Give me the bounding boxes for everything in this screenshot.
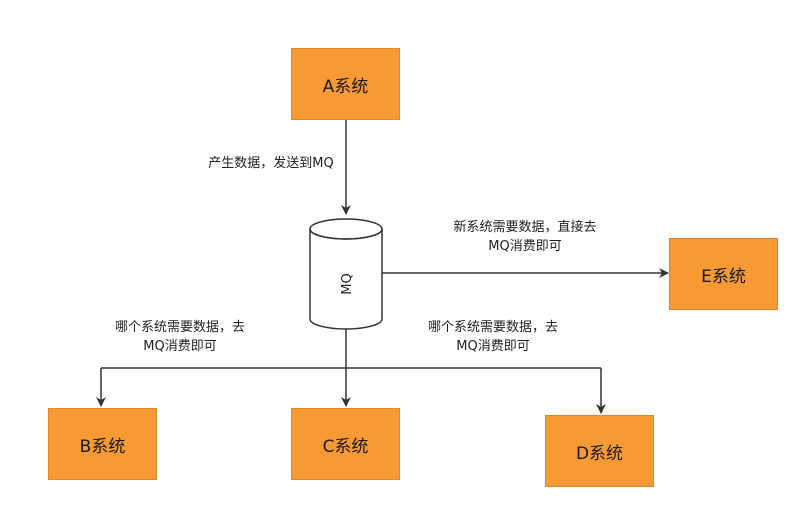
edge-label-mq-to-e: 新系统需要数据，直接去 MQ消费即可 (430, 218, 620, 256)
edge-label-a-to-mq: 产生数据，发送到MQ (196, 154, 346, 173)
edge-label-to-b: 哪个系统需要数据，去 MQ消费即可 (95, 318, 265, 356)
node-b-label: B系统 (79, 436, 126, 457)
edge-label-to-b-line2: MQ消费即可 (143, 339, 217, 354)
node-c-system: C系统 (291, 408, 400, 480)
node-e-system: E系统 (669, 238, 778, 310)
mq-label: MQ (340, 273, 355, 295)
node-b-system: B系统 (48, 408, 157, 480)
node-d-label: D系统 (575, 443, 624, 464)
node-d-system: D系统 (545, 415, 654, 487)
edge-label-to-d-line2: MQ消费即可 (456, 339, 530, 354)
edge-label-mq-to-e-line1: 新系统需要数据，直接去 (453, 220, 597, 235)
node-a-label: A系统 (322, 76, 369, 97)
edge-label-to-d: 哪个系统需要数据，去 MQ消费即可 (408, 318, 578, 356)
edge-label-to-d-line1: 哪个系统需要数据，去 (427, 320, 558, 335)
mq-cylinder (309, 218, 383, 330)
node-c-label: C系统 (322, 436, 369, 457)
edge-label-mq-to-e-line2: MQ消费即可 (488, 239, 562, 254)
node-e-label: E系统 (701, 266, 746, 287)
node-a-system: A系统 (291, 48, 400, 120)
edge-label-a-to-mq-text: 产生数据，发送到MQ (208, 156, 334, 171)
edge-label-to-b-line1: 哪个系统需要数据，去 (114, 320, 245, 335)
